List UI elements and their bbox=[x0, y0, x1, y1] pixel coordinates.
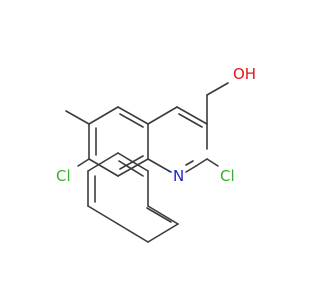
bond-a4 bbox=[117, 158, 149, 177]
bond-a1 bbox=[88, 106, 119, 125]
bond-a4-inner bbox=[119, 155, 144, 170]
structure-diagram: OH N Cl Cl bbox=[56, 65, 256, 243]
bond-c4a-c5-inner bbox=[146, 207, 172, 223]
bond-cl-left bbox=[77, 158, 90, 167]
bonds-main bbox=[65, 82, 229, 177]
nitrogen-label: N bbox=[173, 167, 184, 185]
bond-c7-c8 bbox=[87, 152, 119, 172]
bond-c4a-c5 bbox=[147, 205, 179, 225]
bond-ch2-o bbox=[206, 82, 229, 96]
bond-b2-inner bbox=[178, 113, 203, 128]
bond-b4 bbox=[147, 158, 170, 172]
bond-b1 bbox=[147, 106, 178, 125]
hydroxyl-label: OH bbox=[233, 65, 256, 83]
bond-a2-inner bbox=[119, 113, 144, 128]
bond-b5 bbox=[185, 165, 197, 173]
bond-b4-n bbox=[168, 170, 172, 173]
bond-a5 bbox=[88, 158, 119, 177]
bond-b5-inner bbox=[185, 160, 194, 166]
bond-a2 bbox=[117, 106, 149, 125]
bond-c8a-c8 bbox=[87, 205, 119, 225]
chlorine-right-label: Cl bbox=[220, 167, 235, 185]
chlorine-left-label: Cl bbox=[56, 167, 71, 185]
bond-c8-c4a bbox=[147, 223, 179, 243]
bond-cl-right bbox=[206, 158, 219, 167]
bond-c8a-c4a-ring bbox=[117, 223, 149, 243]
atom-labels: OH N Cl Cl bbox=[56, 65, 256, 185]
bond-b6 bbox=[195, 158, 208, 167]
bond-methyl bbox=[65, 110, 90, 125]
bond-b2 bbox=[176, 106, 208, 125]
